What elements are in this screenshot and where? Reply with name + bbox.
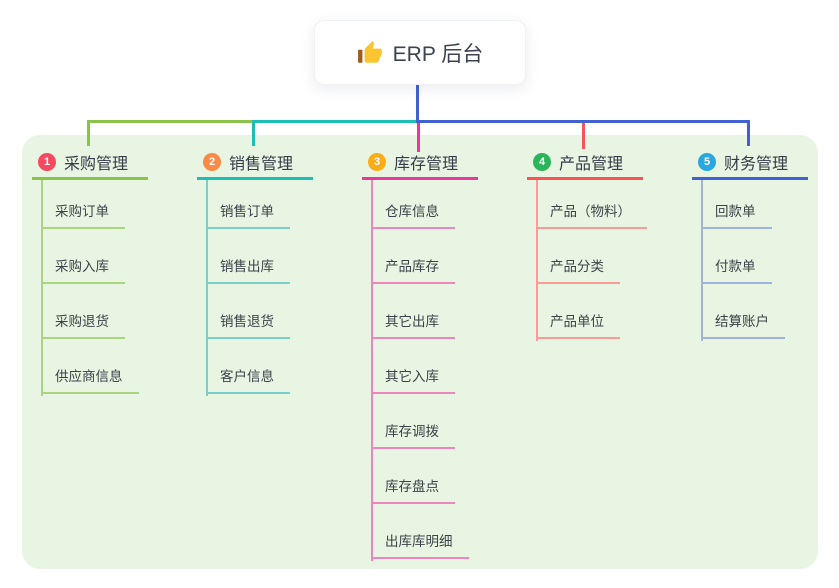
connector-drop-2	[252, 120, 255, 146]
connector-drop-3	[417, 120, 420, 152]
child-node-3-5[interactable]: 库存调拨	[371, 421, 455, 449]
child-node-5-3[interactable]: 结算账户	[701, 311, 785, 339]
child-node-3-2[interactable]: 产品库存	[371, 256, 455, 284]
connector-spine-3	[371, 180, 373, 561]
child-node-2-4[interactable]: 客户信息	[206, 366, 290, 394]
child-node-1-1[interactable]: 采购订单	[41, 201, 125, 229]
child-node-5-2[interactable]: 付款单	[701, 256, 772, 284]
connector-spine-4	[536, 180, 538, 341]
child-node-3-6[interactable]: 库存盘点	[371, 476, 455, 504]
child-node-3-3[interactable]: 其它出库	[371, 311, 455, 339]
connector-drop-5	[747, 120, 750, 146]
connector-horizontal-mid	[252, 120, 416, 123]
connector-horizontal-left	[87, 120, 255, 123]
child-node-1-2[interactable]: 采购入库	[41, 256, 125, 284]
child-node-5-1[interactable]: 回款单	[701, 201, 772, 229]
branches-panel	[22, 135, 818, 569]
connector-spine-5	[701, 180, 703, 341]
thumbs-up-icon	[357, 40, 382, 63]
branch-node-5[interactable]: 5 财务管理	[692, 147, 808, 180]
child-node-2-3[interactable]: 销售退货	[206, 311, 290, 339]
connector-root-vertical	[416, 83, 419, 123]
branch-2-badge: 2	[203, 153, 221, 171]
connector-spine-1	[41, 180, 43, 396]
connector-horizontal-right	[416, 120, 750, 123]
branch-5-label: 财务管理	[724, 156, 789, 173]
branch-2-label: 销售管理	[229, 156, 294, 173]
connector-drop-4	[582, 120, 585, 149]
child-node-2-1[interactable]: 销售订单	[206, 201, 290, 229]
thumb-hand-shape	[364, 40, 382, 63]
child-node-1-3[interactable]: 采购退货	[41, 311, 125, 339]
branch-node-3[interactable]: 3 库存管理	[362, 147, 478, 180]
child-node-1-4[interactable]: 供应商信息	[41, 366, 139, 394]
child-node-4-1[interactable]: 产品（物料）	[536, 201, 647, 229]
branch-node-1[interactable]: 1 采购管理	[32, 147, 148, 180]
branch-node-2[interactable]: 2 销售管理	[197, 147, 313, 180]
connector-drop-1	[87, 120, 90, 146]
branch-4-badge: 4	[533, 153, 551, 171]
branch-5-badge: 5	[698, 153, 716, 171]
thumb-cuff-shape	[357, 49, 363, 63]
child-node-4-3[interactable]: 产品单位	[536, 311, 620, 339]
branch-3-badge: 3	[368, 153, 386, 171]
child-node-3-7[interactable]: 出库库明细	[371, 531, 469, 559]
child-node-3-4[interactable]: 其它入库	[371, 366, 455, 394]
branch-4-label: 产品管理	[559, 156, 624, 173]
root-node[interactable]: ERP 后台	[314, 20, 526, 85]
root-label: ERP 后台	[392, 42, 484, 66]
child-node-3-1[interactable]: 仓库信息	[371, 201, 455, 229]
connector-spine-2	[206, 180, 208, 396]
branch-node-4[interactable]: 4 产品管理	[527, 147, 643, 180]
branch-1-label: 采购管理	[64, 156, 129, 173]
child-node-4-2[interactable]: 产品分类	[536, 256, 620, 284]
child-node-2-2[interactable]: 销售出库	[206, 256, 290, 284]
branch-1-badge: 1	[38, 153, 56, 171]
branch-3-label: 库存管理	[394, 156, 459, 173]
